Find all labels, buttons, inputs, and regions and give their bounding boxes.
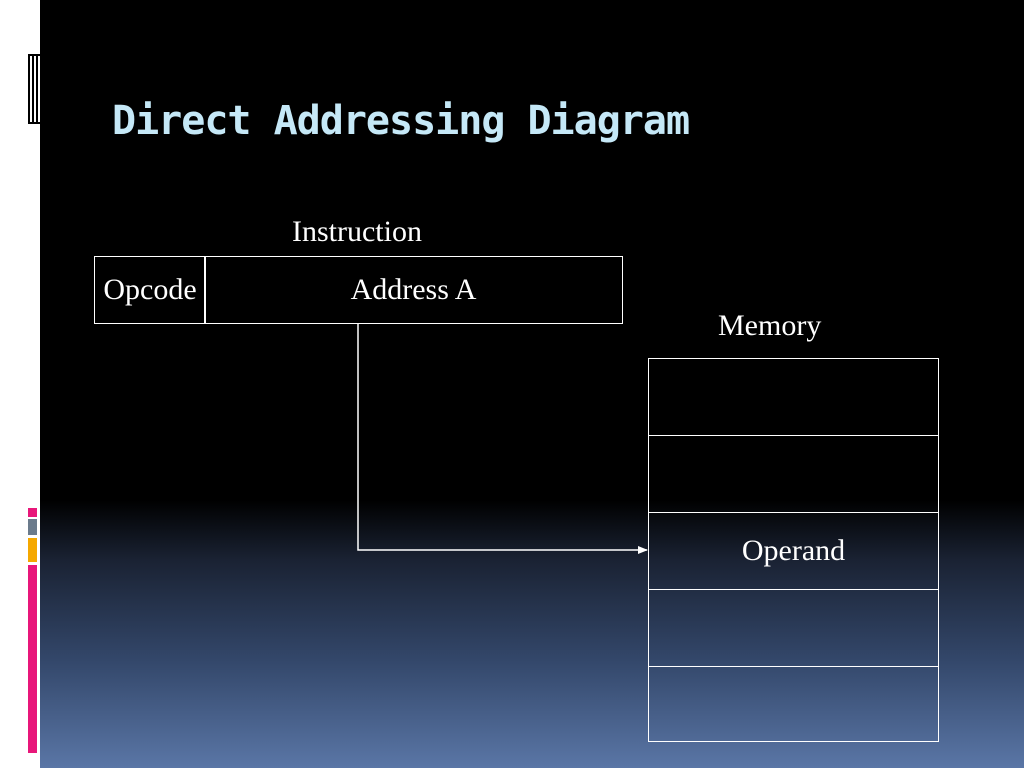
- address-field: Address A: [204, 256, 623, 324]
- accent-bar-pink-top: [28, 508, 37, 517]
- slide-title: Direct Addressing Diagram: [112, 98, 690, 144]
- accent-bar-gray: [28, 519, 37, 535]
- memory-cell: [648, 358, 939, 436]
- pointer-line: [357, 324, 648, 554]
- memory-cell: [648, 589, 939, 667]
- memory-label: Memory: [718, 309, 822, 342]
- memory-cell: [648, 666, 939, 742]
- memory-cell: [648, 435, 939, 513]
- accent-bar-pink-long: [28, 565, 37, 753]
- instruction-label: Instruction: [292, 215, 422, 248]
- opcode-field: Opcode: [94, 256, 206, 324]
- memory-cell-operand: Operand: [648, 512, 939, 590]
- accent-bar-orange: [28, 538, 37, 562]
- notebook-lines-icon: [28, 54, 42, 124]
